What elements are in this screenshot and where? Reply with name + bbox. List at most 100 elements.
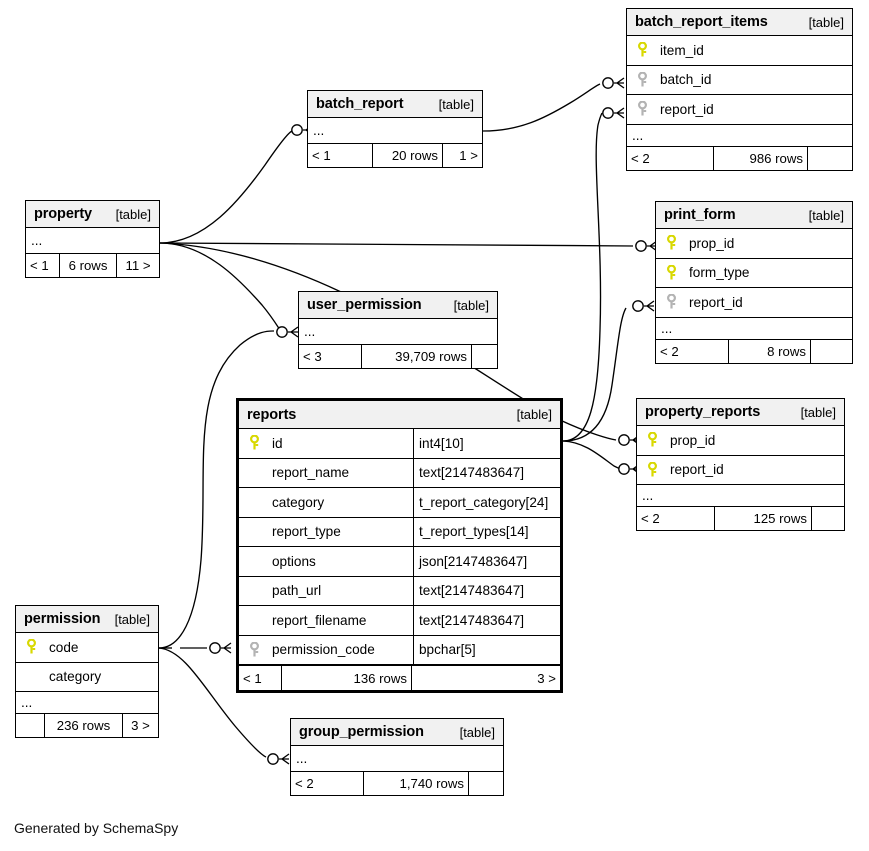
column-row[interactable]: permission_code bpchar[5] [239,635,560,665]
column-name-cell: options [239,547,413,576]
footer-right: 11 > [116,254,159,277]
edge-permission-user_permission [158,330,275,649]
footer-rows: 6 rows [59,254,116,277]
footer-left: < 2 [295,776,314,791]
foreign-key-icon [243,641,265,658]
column-type: t_report_category[24] [413,488,560,517]
table-print_form[interactable]: print_form [table] prop_id form_type [655,201,853,364]
column-row[interactable]: report_id [627,95,852,125]
column-row[interactable]: id int4[10] [239,429,560,459]
table-header: property_reports [table] [637,399,844,426]
column-row[interactable]: form_type [656,259,852,288]
column-name-cell: prop_id [637,426,844,455]
column-name-cell: item_id [627,36,852,65]
footer-right [810,339,852,363]
column-label: batch_id [660,72,712,88]
edge-property-user_permission [159,242,281,331]
column-row[interactable]: report_type t_report_types[14] [239,517,560,547]
table-reports[interactable]: reports [table] id int4[10] report_name … [236,398,563,693]
column-label: category [49,669,102,685]
table-tag: [table] [459,724,495,740]
column-row[interactable]: report_filename text[2147483647] [239,606,560,636]
table-header: user_permission [table] [299,292,497,319]
table-property[interactable]: property [table] ... < 1 6 rows 11 > [25,200,160,278]
table-header: batch_report_items [table] [627,9,852,36]
primary-key-icon [641,461,663,478]
primary-key-icon [243,435,265,451]
footer-right: 3 > [122,714,158,737]
edge-joint [291,124,303,136]
primary-key-icon [641,432,663,448]
table-footer: < 1 6 rows 11 > [26,254,159,277]
column-row[interactable]: category [16,663,158,692]
more-columns-indicator: ... [637,485,844,507]
table-group_permission[interactable]: group_permission [table] ... < 2 1,740 r… [290,718,504,796]
column-label: id [272,435,283,451]
table-footer: < 1 136 rows 3 > [239,665,560,690]
column-row[interactable]: report_name text[2147483647] [239,458,560,488]
column-row[interactable]: prop_id [637,426,844,456]
more-columns-indicator: ... [627,125,852,147]
table-batch_report_items[interactable]: batch_report_items [table] item_id batch… [626,8,853,171]
more-columns-indicator: ... [291,746,503,772]
primary-key-icon [660,264,682,281]
footer-rows: 236 rows [44,714,122,737]
column-row[interactable]: path_url text[2147483647] [239,576,560,606]
table-header: reports [table] [239,401,560,429]
table-footer: < 2 8 rows [656,339,852,363]
footer-left: < 2 [641,511,660,526]
edge-joint [602,107,614,119]
column-row[interactable]: code [16,633,158,663]
footer-rows: 136 rows [281,666,411,690]
table-footer: < 2 125 rows [637,507,844,530]
more-columns-indicator: ... [308,118,482,144]
column-name-cell: category [239,488,413,517]
table-title: permission [24,611,101,627]
column-label: report_name [272,465,350,481]
more-columns-indicator: ... [299,319,497,345]
edge-reports_id-property_reports_report_id [562,440,622,470]
column-row[interactable]: item_id [627,36,852,66]
column-row[interactable]: prop_id [656,229,852,259]
primary-key-icon [631,42,653,58]
footer-rows: 125 rows [714,507,811,530]
column-row[interactable]: category t_report_category[24] [239,488,560,518]
edge-property-batch_report [159,130,293,244]
column-row[interactable]: options json[2147483647] [239,547,560,577]
column-type: text[2147483647] [413,458,560,487]
table-footer: < 2 1,740 rows [291,772,503,795]
column-name-cell: category [16,663,158,692]
column-type: json[2147483647] [413,547,560,576]
column-type: int4[10] [413,429,560,458]
column-label: report_id [660,101,714,117]
more-columns-indicator: ... [26,228,159,254]
column-row[interactable]: batch_id [627,66,852,95]
edge-joint [632,300,644,312]
column-label: form_type [689,265,750,281]
table-footer: < 3 39,709 rows [299,345,497,368]
column-row[interactable]: report_id [637,456,844,485]
column-row[interactable]: report_id [656,288,852,318]
table-tag: [table] [115,206,151,222]
column-name-cell: permission_code [239,636,413,665]
crowsfoot [221,642,232,654]
footer-right [807,146,852,170]
footer-right: 1 > [442,144,482,167]
table-permission[interactable]: permission [table] code category ... 236… [15,605,159,738]
crowsfoot [647,240,658,252]
edge-joint [209,642,221,654]
column-name-cell: form_type [656,259,852,288]
table-footer: < 1 20 rows 1 > [308,144,482,167]
table-property_reports[interactable]: property_reports [table] prop_id report_… [636,398,845,531]
foreign-key-icon [631,71,653,88]
column-label: prop_id [689,235,735,251]
column-name-cell: report_id [656,288,852,317]
table-user_permission[interactable]: user_permission [table] ... < 3 39,709 r… [298,291,498,369]
table-batch_report[interactable]: batch_report [table] ... < 1 20 rows 1 > [307,90,483,168]
column-name-cell: report_name [239,459,413,488]
column-type: bpchar[5] [413,635,560,664]
edge-joint [618,434,630,446]
edge-reports_id-print_form_report_id [562,307,627,442]
footer-right: 3 > [411,666,560,690]
